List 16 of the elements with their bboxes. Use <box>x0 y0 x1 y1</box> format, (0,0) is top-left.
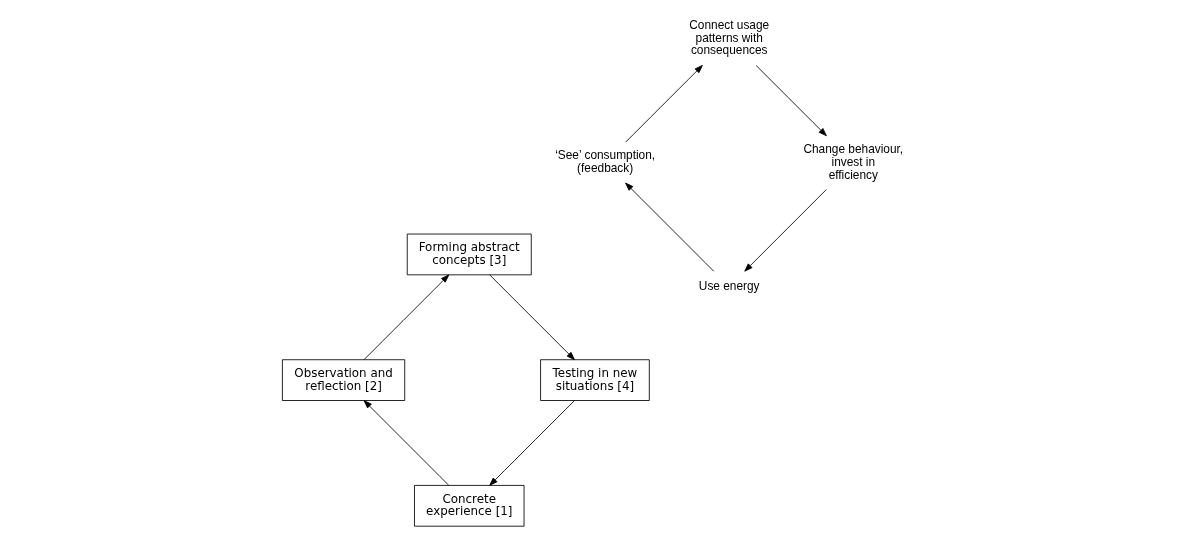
arrow <box>624 64 703 143</box>
arrow <box>363 400 449 486</box>
arrow <box>743 189 827 272</box>
arrow <box>488 274 575 361</box>
arrow <box>755 65 827 137</box>
node-box: Concrete experience [1] <box>413 485 524 527</box>
node-box: Observation and reflection [2] <box>281 359 405 401</box>
node-box: Testing in new situations [4] <box>539 359 650 401</box>
arrow <box>624 182 714 272</box>
arrow <box>488 400 575 486</box>
arrow <box>363 274 449 361</box>
node-text: Connect usage patterns with consequences <box>688 17 769 58</box>
node-text: Change behaviour, invest in efficiency <box>802 142 903 182</box>
node-text: ‘See’ consumption, (feedback) <box>554 148 655 176</box>
node-text: Use energy <box>698 278 760 293</box>
node-box: Forming abstract concepts [3] <box>406 233 532 276</box>
